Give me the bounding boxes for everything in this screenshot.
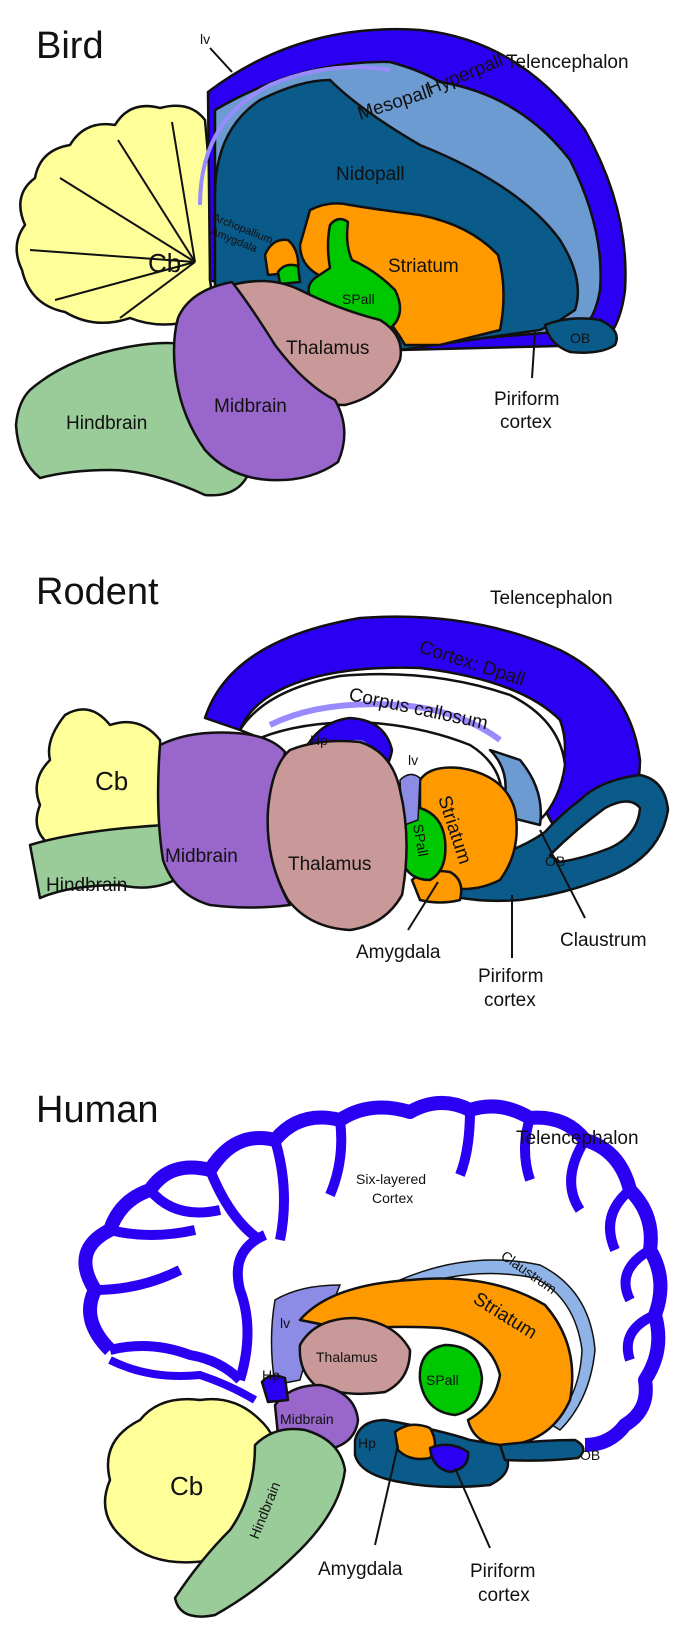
rodent-thalamus-region	[268, 741, 407, 930]
rodent-claustrum-label: Claustrum	[560, 930, 647, 951]
human-lv-label: lv	[280, 1315, 290, 1331]
human-cb-label: Cb	[170, 1471, 203, 1501]
rodent-piriform-label-1: Piriform	[478, 966, 543, 987]
bird-panel: Bird Telencephalon lv	[16, 25, 629, 495]
bird-spall-label: SPall	[342, 291, 375, 307]
bird-telencephalon-label: Telencephalon	[506, 52, 629, 73]
rodent-hindbrain-label: Hindbrain	[46, 875, 127, 896]
rodent-piriform-label-2: cortex	[484, 990, 536, 1011]
human-ob-label: OB	[580, 1447, 600, 1463]
rodent-amygdala-label: Amygdala	[356, 942, 441, 963]
human-telencephalon-label: Telencephalon	[516, 1128, 639, 1149]
human-six-layered-label-2: Cortex	[372, 1190, 413, 1206]
bird-piriform-label-2: cortex	[500, 412, 552, 433]
bird-piriform-label-1: Piriform	[494, 389, 559, 410]
rodent-telencephalon-label: Telencephalon	[490, 588, 613, 609]
rodent-title: Rodent	[36, 571, 159, 613]
rodent-panel: Rodent Telencephalon Cortex: Dpall	[30, 571, 668, 1011]
human-title: Human	[36, 1089, 159, 1131]
bird-thalamus-label: Thalamus	[286, 338, 369, 359]
rodent-hp-label: Hp	[310, 732, 328, 748]
bird-hindbrain-label: Hindbrain	[66, 413, 147, 434]
bird-cerebellum-region	[17, 106, 212, 325]
bird-midbrain-label: Midbrain	[214, 396, 287, 417]
human-hp-upper-label: Hp	[262, 1367, 280, 1383]
bird-striatum-label: Striatum	[388, 256, 459, 277]
bird-nidopall-label: Nidopall	[336, 164, 405, 185]
human-piriform-label-1: Piriform	[470, 1561, 535, 1582]
bird-ob-label: OB	[570, 330, 590, 346]
human-spall-label: SPall	[426, 1372, 459, 1388]
human-hp-lower-label: Hp	[358, 1435, 376, 1451]
human-panel: Human Telencephalon Six-layered	[36, 1089, 660, 1617]
rodent-thalamus-label: Thalamus	[288, 854, 371, 875]
bird-lv-label: lv	[200, 31, 210, 47]
bird-title: Bird	[36, 25, 104, 67]
human-amygdala-region	[395, 1425, 435, 1459]
rodent-midbrain-label: Midbrain	[165, 846, 238, 867]
human-six-layered-label-1: Six-layered	[356, 1171, 426, 1187]
human-piriform-label-2: cortex	[478, 1585, 530, 1606]
human-midbrain-label: Midbrain	[280, 1411, 334, 1427]
rodent-cb-label: Cb	[95, 766, 128, 796]
human-amygdala-label: Amygdala	[318, 1559, 403, 1580]
rodent-lv-label: lv	[408, 752, 418, 768]
human-olfactory-bulb-region	[500, 1440, 583, 1461]
bird-cb-label: Cb	[148, 248, 181, 278]
human-thalamus-label: Thalamus	[316, 1349, 377, 1365]
